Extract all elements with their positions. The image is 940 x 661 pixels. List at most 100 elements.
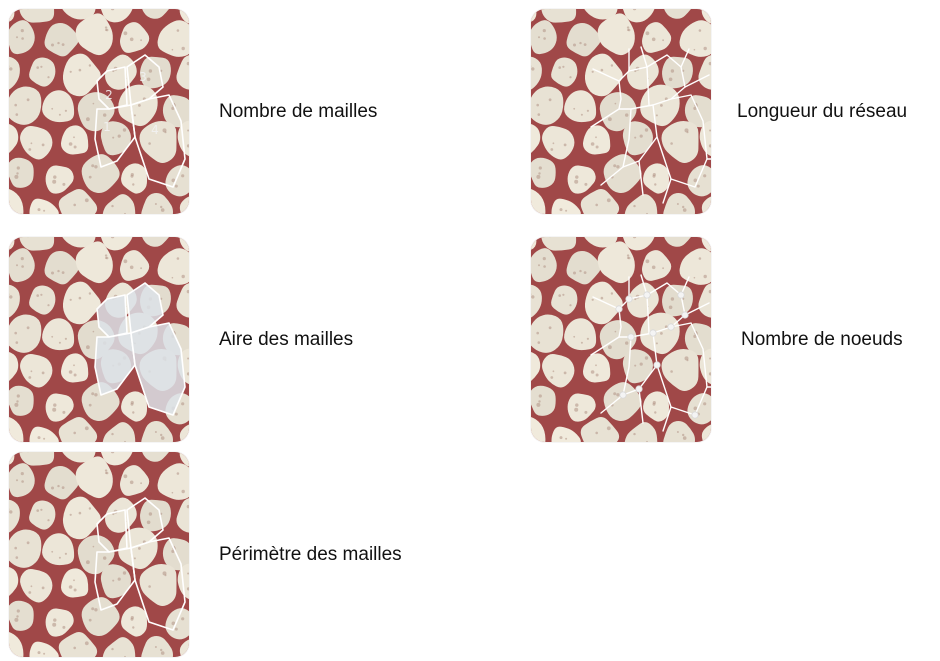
cell-speckle: [625, 113, 628, 116]
cell-speckle: [16, 113, 19, 116]
cell-speckle: [558, 294, 561, 297]
cell-speckle: [79, 512, 82, 515]
cell-speckle: [531, 295, 534, 298]
cell-speckle: [27, 98, 30, 101]
cell-speckle: [160, 206, 162, 208]
cell-speckle: [601, 69, 604, 72]
cell-speckle: [105, 472, 107, 474]
tissue-svg: [531, 9, 711, 214]
cell-speckle: [627, 257, 629, 259]
cell-speckle: [543, 265, 546, 268]
cell-speckle: [573, 108, 575, 110]
cell-speckle: [579, 270, 581, 272]
tissue-image-mesh-perimeter: [9, 452, 189, 657]
cell-speckle: [134, 557, 136, 559]
cell-speckle: [51, 336, 53, 338]
cell-speckle: [172, 49, 174, 51]
cell-speckle: [573, 336, 575, 338]
network-node: [644, 292, 650, 298]
cell-speckle: [669, 78, 673, 82]
cell-speckle: [656, 342, 658, 344]
cell-speckle: [584, 183, 587, 186]
cell-speckle: [69, 585, 73, 589]
cell-speckle: [43, 210, 45, 212]
cell-speckle: [52, 623, 56, 627]
cell-speckle: [51, 487, 54, 490]
cell-speckle: [149, 512, 152, 515]
network-node: [636, 386, 642, 392]
cell-speckle: [536, 175, 540, 179]
cell-speckle: [574, 408, 578, 412]
cell-speckle: [52, 408, 56, 412]
cell-speckle: [27, 326, 30, 329]
cell-speckle: [536, 332, 539, 335]
cell-speckle: [595, 432, 598, 435]
cell-speckle: [163, 128, 167, 132]
cell-speckle: [573, 272, 576, 275]
network-node: [626, 296, 632, 302]
cell-speckle: [111, 433, 113, 435]
cell-speckle: [91, 607, 94, 610]
cell-speckle: [51, 108, 53, 110]
cell-speckle: [558, 66, 561, 69]
cell-speckle: [9, 212, 10, 214]
cell-speckle: [31, 142, 33, 144]
cell-speckle: [73, 364, 75, 366]
cell-speckle: [645, 356, 648, 359]
cell-speckle: [9, 440, 10, 442]
cell-speckle: [42, 372, 45, 375]
cell-speckle: [118, 578, 121, 581]
cell-speckle: [587, 338, 589, 340]
cell-speckle: [148, 585, 151, 588]
cell-speckle: [62, 43, 65, 46]
cell-speckle: [65, 553, 67, 555]
cell-speckle: [181, 617, 184, 620]
network-node: [678, 292, 684, 298]
cell-speckle: [538, 172, 540, 174]
cell-speckle: [73, 204, 76, 207]
cell-speckle: [654, 183, 656, 185]
cell-speckle: [671, 297, 674, 300]
cell-speckle: [182, 47, 185, 50]
cell-speckle: [47, 519, 49, 521]
cell-speckle: [596, 374, 599, 377]
cell-speckle: [36, 66, 39, 69]
cell-speckle: [40, 509, 42, 511]
cell-speckle: [9, 439, 10, 441]
cell-speckle: [656, 114, 658, 116]
cell-speckle: [677, 203, 679, 205]
cell-speckle: [531, 212, 532, 214]
cell-speckle: [62, 271, 65, 274]
cell-speckle: [595, 204, 598, 207]
cell-speckle: [596, 146, 599, 149]
cell-speckle: [70, 299, 72, 301]
cell-speckle: [573, 44, 576, 47]
cell-speckle: [627, 29, 629, 31]
cell-speckle: [177, 472, 180, 475]
cell-speckle: [123, 571, 126, 574]
cell-speckle: [86, 560, 90, 564]
cell-speckle: [93, 103, 95, 105]
cell-speckle: [155, 203, 157, 205]
cell-speckle: [595, 364, 597, 366]
cell-speckle: [105, 257, 107, 259]
cell-speckle: [531, 439, 532, 441]
cell-speckle: [86, 345, 90, 349]
cell-speckle: [130, 38, 134, 42]
cell-speckle: [531, 67, 534, 70]
cell-speckle: [539, 166, 542, 169]
cell-speckle: [73, 647, 76, 650]
cell-speckle: [611, 292, 613, 294]
cell-speckle: [634, 137, 636, 139]
caption-mesh-count: Nombre de mailles: [219, 101, 377, 123]
cell-speckle: [9, 510, 12, 513]
cell-speckle: [111, 205, 113, 207]
cell-speckle: [670, 370, 673, 373]
cell-speckle: [560, 208, 563, 211]
cell-speckle: [51, 44, 54, 47]
cell-speckle: [70, 71, 72, 73]
cell-speckle: [85, 641, 89, 645]
cell-speckle: [74, 146, 77, 149]
cell-speckle: [53, 403, 56, 406]
cell-speckle: [608, 345, 612, 349]
